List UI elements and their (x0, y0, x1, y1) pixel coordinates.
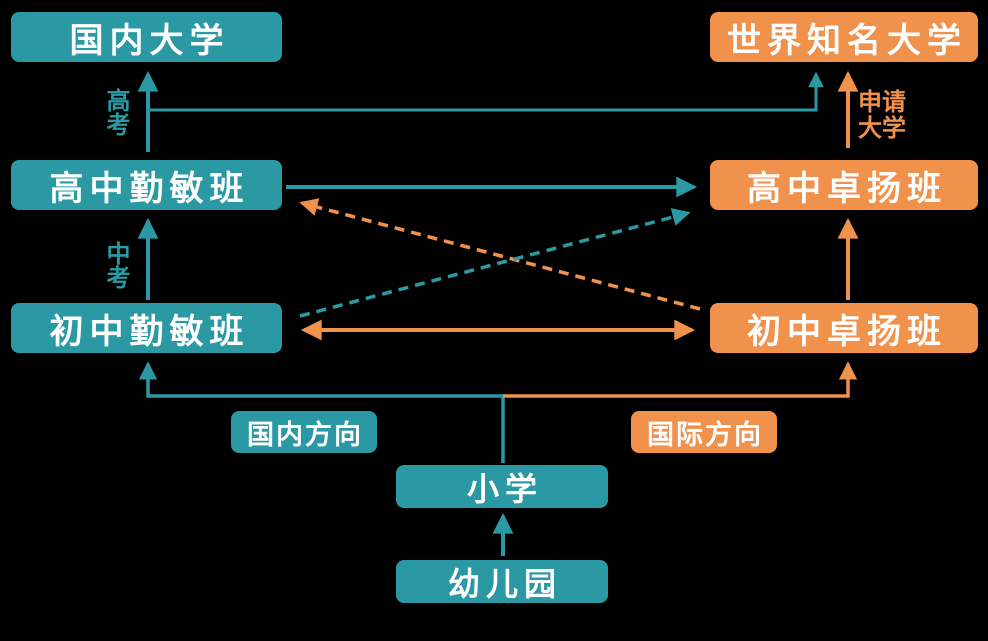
label-zhongkao: 中考 (102, 241, 129, 289)
arrow-dashed-qinmin-to-zhuoyang (299, 208, 691, 318)
badge-domestic-track: 国内方向 (231, 411, 377, 453)
node-primary-school: 小学 (396, 465, 608, 508)
node-world-famous-university: 世界知名大学 (710, 12, 978, 62)
node-highschool-qinmin: 高中勤敏班 (11, 160, 282, 210)
label-apply-university: 申请大学 (858, 89, 906, 142)
badge-international-track: 国际方向 (631, 411, 777, 453)
arrow-qinmin-to-world-university (148, 71, 824, 112)
node-middleschool-zhuoyang: 初中卓扬班 (710, 303, 978, 353)
node-domestic-university: 国内大学 (11, 12, 282, 62)
node-middleschool-qinmin: 初中勤敏班 (11, 303, 282, 353)
label-gaokao: 高考 (102, 88, 129, 136)
arrow-dashed-zhuoyang-to-qinmin (299, 198, 701, 311)
node-kindergarten: 幼儿园 (396, 560, 608, 603)
arrow-primary-to-ms-zhuoyang (503, 361, 858, 398)
node-highschool-zhuoyang: 高中卓扬班 (710, 160, 978, 210)
arrow-primary-to-ms-qinmin (138, 361, 505, 463)
